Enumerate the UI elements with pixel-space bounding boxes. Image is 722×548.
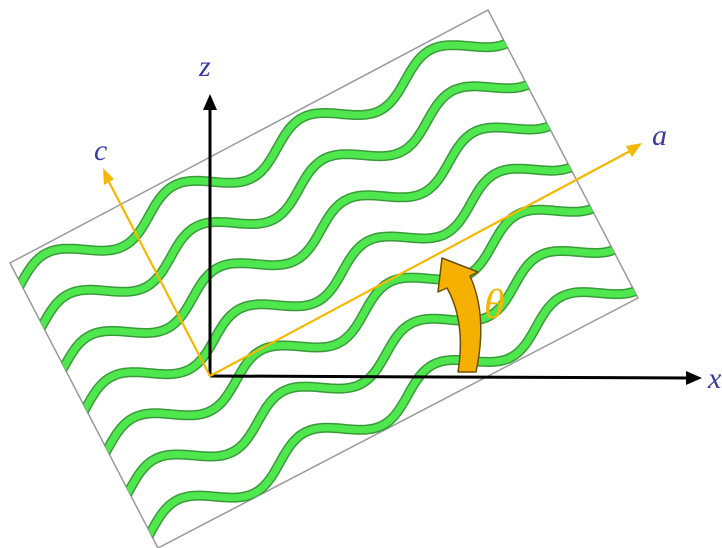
a-axis-label: a [652,119,667,152]
a-axis-line [209,149,633,377]
lab-axes [203,94,702,385]
z-axis-label: z [198,50,211,83]
fiber [84,180,621,479]
z-axis-arrowhead [203,94,217,110]
fiber [128,262,638,548]
a-axis-arrowhead [626,143,642,157]
rotation-arrow [437,257,482,373]
c-axis-line [107,179,211,377]
fiber-group [10,14,638,548]
fiber [19,57,555,355]
fiber [10,16,533,314]
x-axis-line [209,374,689,380]
sample-rectangle [8,8,640,548]
fiber [106,221,638,520]
c-axis-label: c [94,134,107,167]
rotation-arrow-shape [437,257,482,373]
x-axis-arrowhead [686,371,702,385]
fiber [41,98,577,397]
x-axis-label: x [707,362,722,395]
crystal-axes [103,143,642,377]
theta-label: θ [484,282,505,328]
fiber [63,139,599,438]
c-axis-arrowhead [103,168,114,185]
